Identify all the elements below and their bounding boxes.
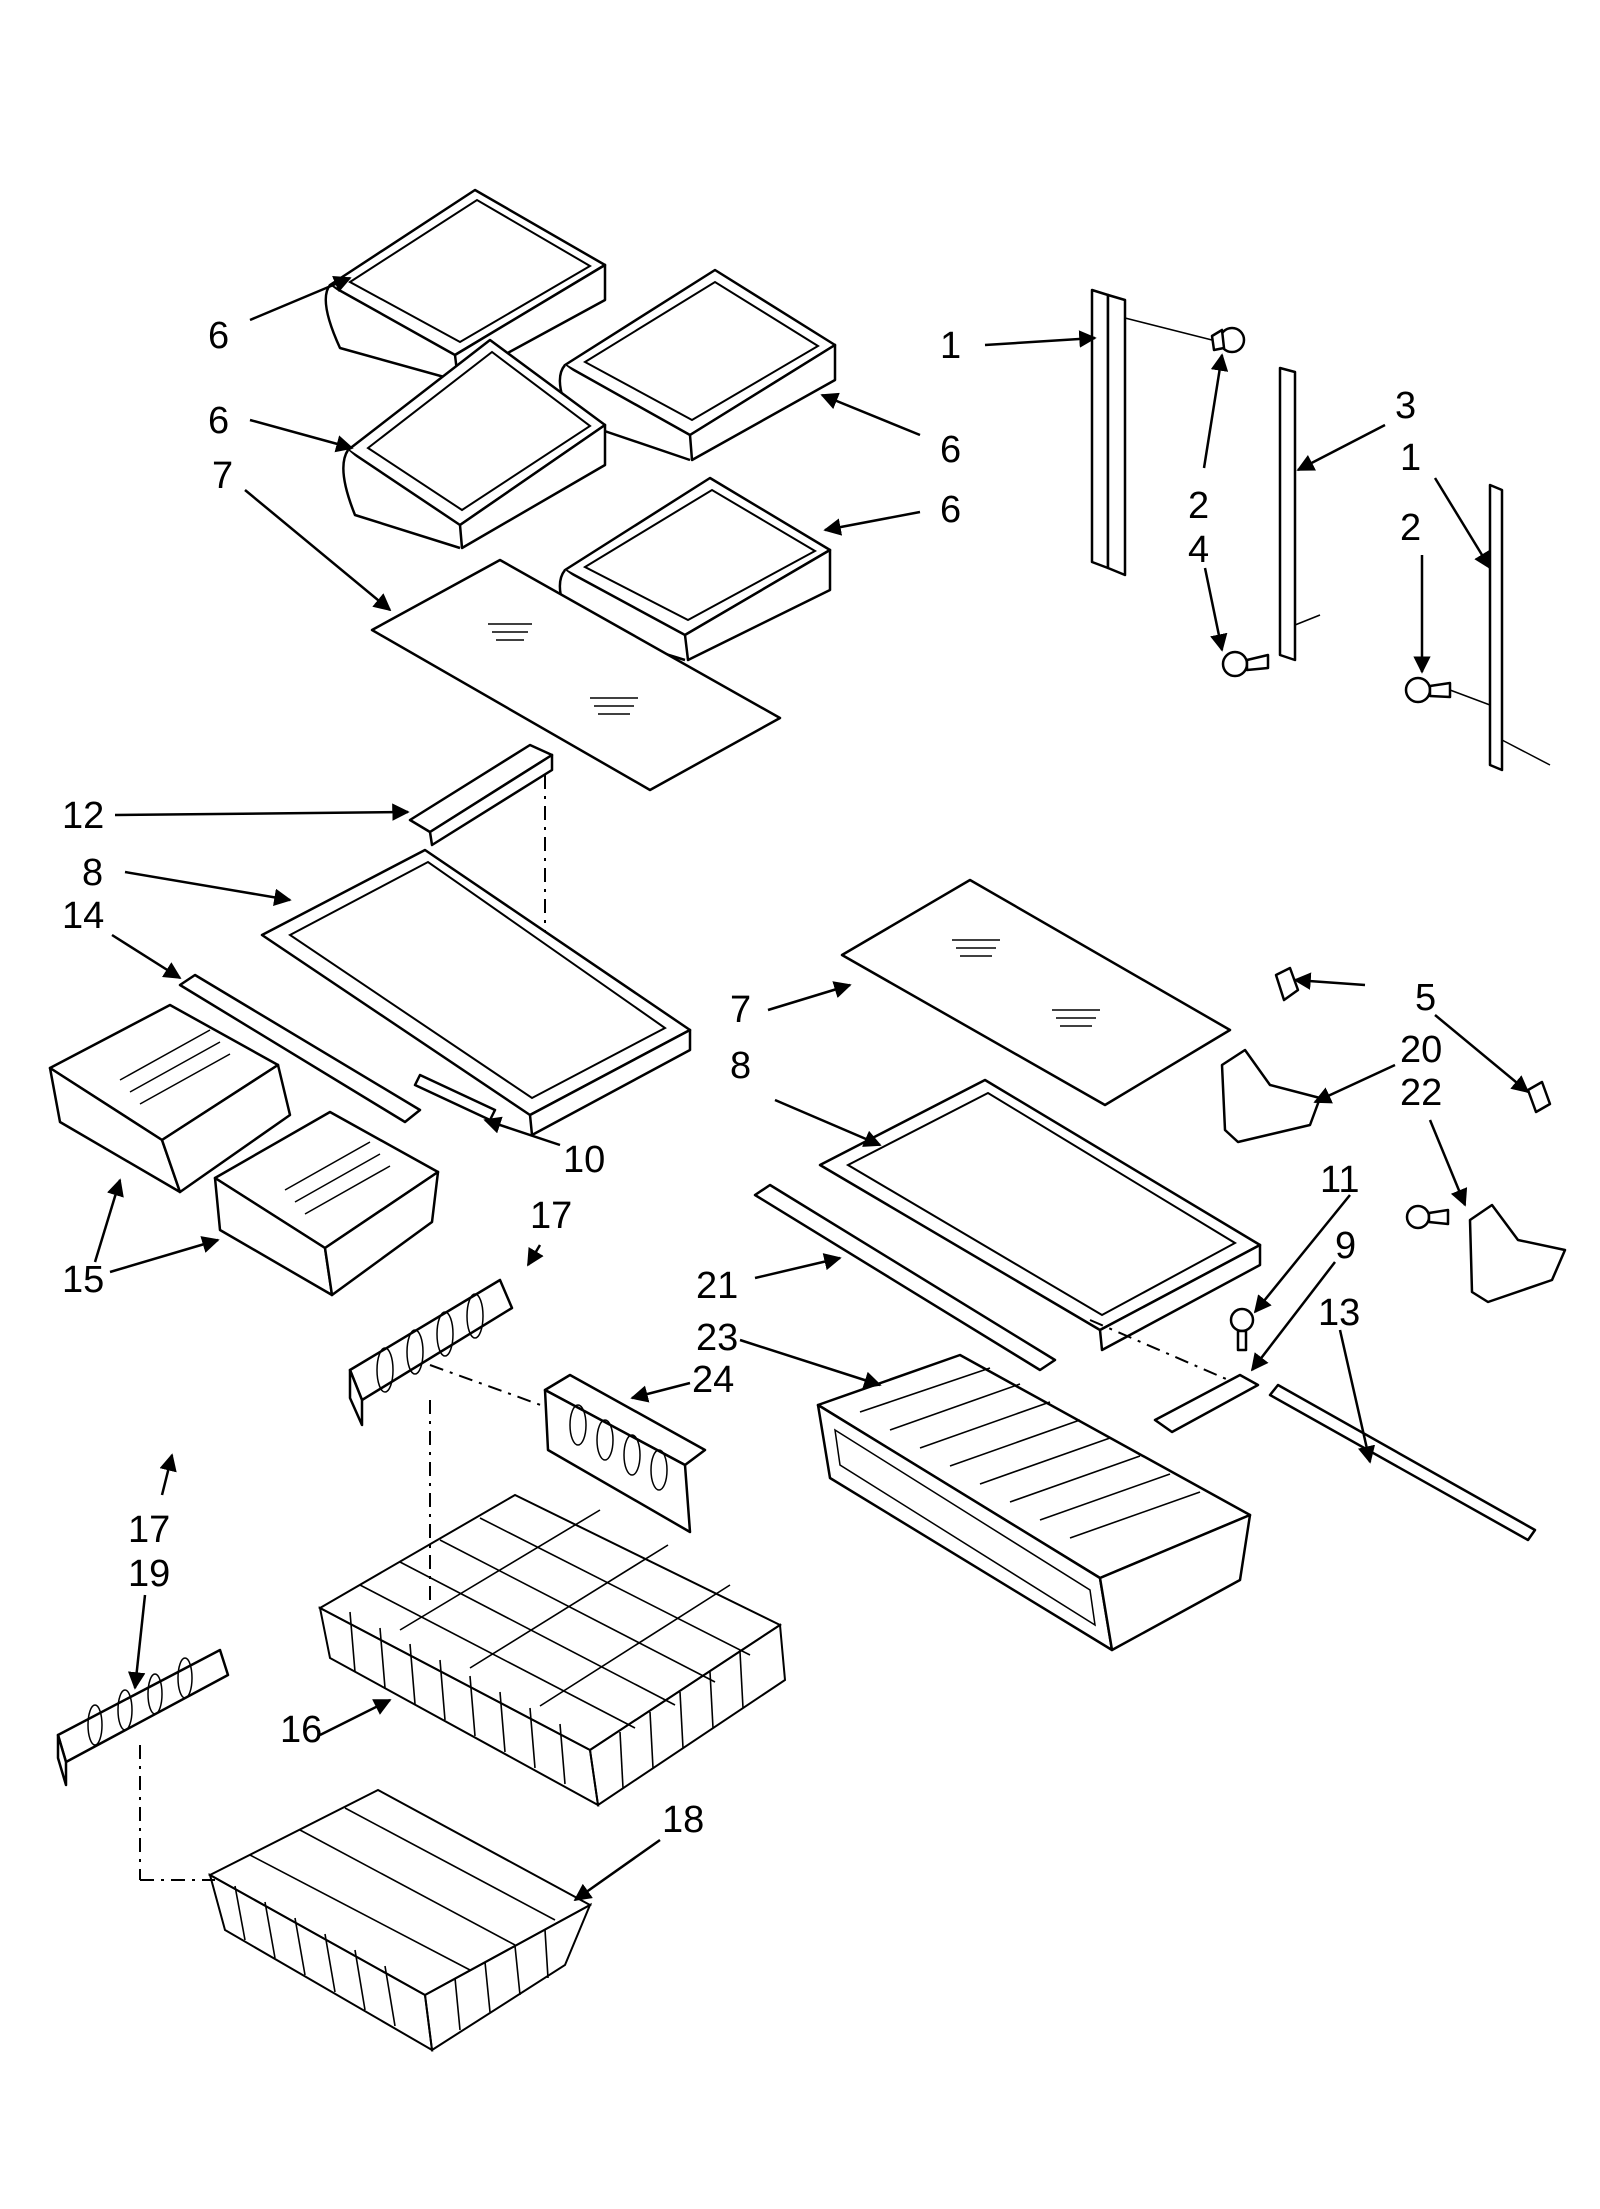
callout-5: 5 xyxy=(1415,977,1436,1019)
support-20 xyxy=(1220,1048,1322,1144)
callout-15: 15 xyxy=(62,1259,104,1301)
pan-23 xyxy=(816,1353,1252,1652)
callout-6-c: 6 xyxy=(940,429,961,471)
callout-12: 12 xyxy=(62,795,104,837)
callout-7-b: 7 xyxy=(730,989,751,1031)
support-22 xyxy=(1468,1203,1567,1304)
callout-2-a: 2 xyxy=(1188,485,1209,527)
crisper-drawer-15-a xyxy=(48,1003,292,1194)
screw-4 xyxy=(1221,650,1270,678)
callout-23: 23 xyxy=(696,1317,738,1359)
divider-24 xyxy=(543,1373,707,1534)
shelf-6-top-right xyxy=(558,268,837,462)
rod-13 xyxy=(1268,1383,1537,1542)
callout-17-b: 17 xyxy=(128,1509,170,1551)
callout-3: 3 xyxy=(1395,385,1416,427)
wire-basket-18 xyxy=(207,1788,593,2052)
bracket-10 xyxy=(413,1073,497,1122)
callout-24: 24 xyxy=(692,1359,734,1401)
trim-21 xyxy=(753,1183,1057,1372)
callout-11: 11 xyxy=(1320,1159,1359,1201)
shelf-frame-8-right xyxy=(818,1078,1262,1352)
callout-10: 10 xyxy=(563,1139,605,1181)
screw-2-upper xyxy=(1124,317,1246,354)
clip-5-a xyxy=(1274,966,1300,1002)
screw-2-lower xyxy=(1404,676,1491,706)
callout-18: 18 xyxy=(662,1799,704,1841)
divider-19 xyxy=(56,1648,230,1787)
callout-22: 22 xyxy=(1400,1072,1442,1114)
callout-9: 9 xyxy=(1335,1225,1356,1267)
crisper-drawer-15-b xyxy=(213,1110,440,1297)
rail-1-left xyxy=(1090,288,1127,577)
trim-12 xyxy=(408,743,554,847)
divider-17-upper xyxy=(348,1278,514,1427)
glass-shelf-7-upper xyxy=(370,558,782,792)
callout-8-a: 8 xyxy=(82,852,103,894)
callout-2-b: 2 xyxy=(1400,507,1421,549)
screw-11-b xyxy=(1229,1307,1255,1352)
callout-1-b: 1 xyxy=(1400,437,1421,479)
rail-1-right xyxy=(1488,483,1551,772)
callout-labels: 6 6 7 6 6 1 2 4 3 1 2 12 8 14 10 15 17 7… xyxy=(62,315,1442,1841)
shelf-6-mid-left xyxy=(342,338,607,550)
trim-14 xyxy=(178,973,422,1124)
shelf-6-mid-right xyxy=(558,476,832,662)
shelf-frame-8-left xyxy=(260,848,692,1137)
callout-8-b: 8 xyxy=(730,1045,751,1087)
callout-6-a: 6 xyxy=(208,315,229,357)
callout-6-d: 6 xyxy=(940,489,961,531)
callout-4: 4 xyxy=(1188,529,1209,571)
callout-19: 19 xyxy=(128,1553,170,1595)
glass-shelf-7-lower xyxy=(840,878,1232,1107)
callout-13: 13 xyxy=(1318,1292,1360,1334)
callout-16: 16 xyxy=(280,1709,322,1751)
leader-lines xyxy=(93,276,1530,1902)
rail-3 xyxy=(1278,366,1321,662)
callout-14: 14 xyxy=(62,895,104,937)
callout-21: 21 xyxy=(696,1265,738,1307)
callout-7-a: 7 xyxy=(212,455,233,497)
clip-5-b xyxy=(1526,1080,1552,1114)
shelf-6-top-left xyxy=(324,188,607,382)
callout-17-a: 17 xyxy=(530,1195,572,1237)
callout-1-a: 1 xyxy=(940,325,961,367)
screw-11-a xyxy=(1405,1204,1450,1230)
callout-20: 20 xyxy=(1400,1029,1442,1071)
bracket-9 xyxy=(1153,1373,1260,1434)
callout-6-b: 6 xyxy=(208,400,229,442)
wire-basket-16 xyxy=(317,1493,787,1807)
